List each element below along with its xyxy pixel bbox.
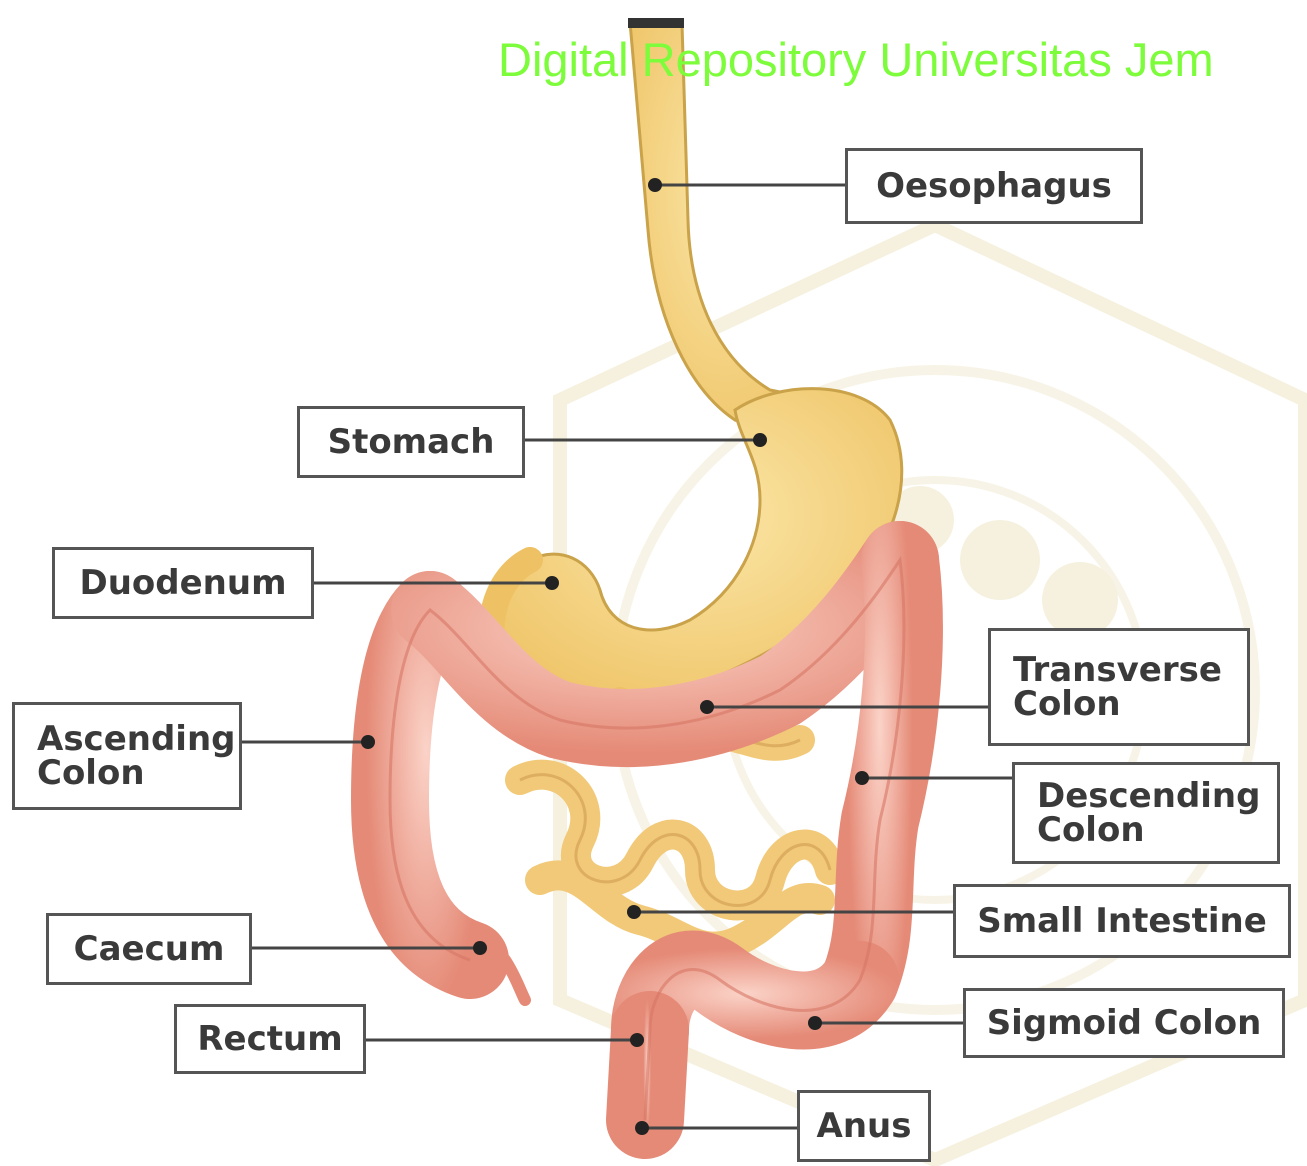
label-transverse-colon-line2: Colon: [1013, 687, 1121, 721]
label-transverse-colon-line1: Transverse: [1013, 653, 1222, 687]
label-ascending-colon: Ascending Colon: [12, 702, 242, 810]
label-stomach-text: Stomach: [328, 425, 495, 459]
label-caecum-text: Caecum: [74, 932, 225, 966]
label-small-intestine-text: Small Intestine: [977, 904, 1267, 938]
label-anus: Anus: [797, 1090, 931, 1162]
label-small-intestine: Small Intestine: [953, 884, 1291, 958]
label-oesophagus-text: Oesophagus: [876, 169, 1112, 203]
label-duodenum: Duodenum: [52, 547, 314, 619]
label-descending-colon: Descending Colon: [1012, 762, 1280, 864]
label-oesophagus: Oesophagus: [845, 148, 1143, 224]
appendix: [505, 960, 525, 1000]
label-sigmoid-colon: Sigmoid Colon: [963, 988, 1285, 1058]
label-ascending-colon-line2: Colon: [37, 756, 145, 790]
label-rectum-text: Rectum: [197, 1022, 342, 1056]
label-anus-text: Anus: [817, 1109, 912, 1143]
label-rectum: Rectum: [174, 1004, 366, 1074]
label-duodenum-text: Duodenum: [79, 566, 286, 600]
label-ascending-colon-line1: Ascending: [37, 722, 236, 756]
label-descending-colon-line1: Descending: [1037, 779, 1260, 813]
label-sigmoid-colon-text: Sigmoid Colon: [987, 1006, 1262, 1040]
label-transverse-colon: Transverse Colon: [988, 628, 1250, 746]
repository-watermark-text: Digital Repository Universitas Jem: [498, 32, 1214, 87]
label-stomach: Stomach: [297, 406, 525, 478]
label-caecum: Caecum: [46, 913, 252, 985]
label-descending-colon-line2: Colon: [1037, 813, 1145, 847]
